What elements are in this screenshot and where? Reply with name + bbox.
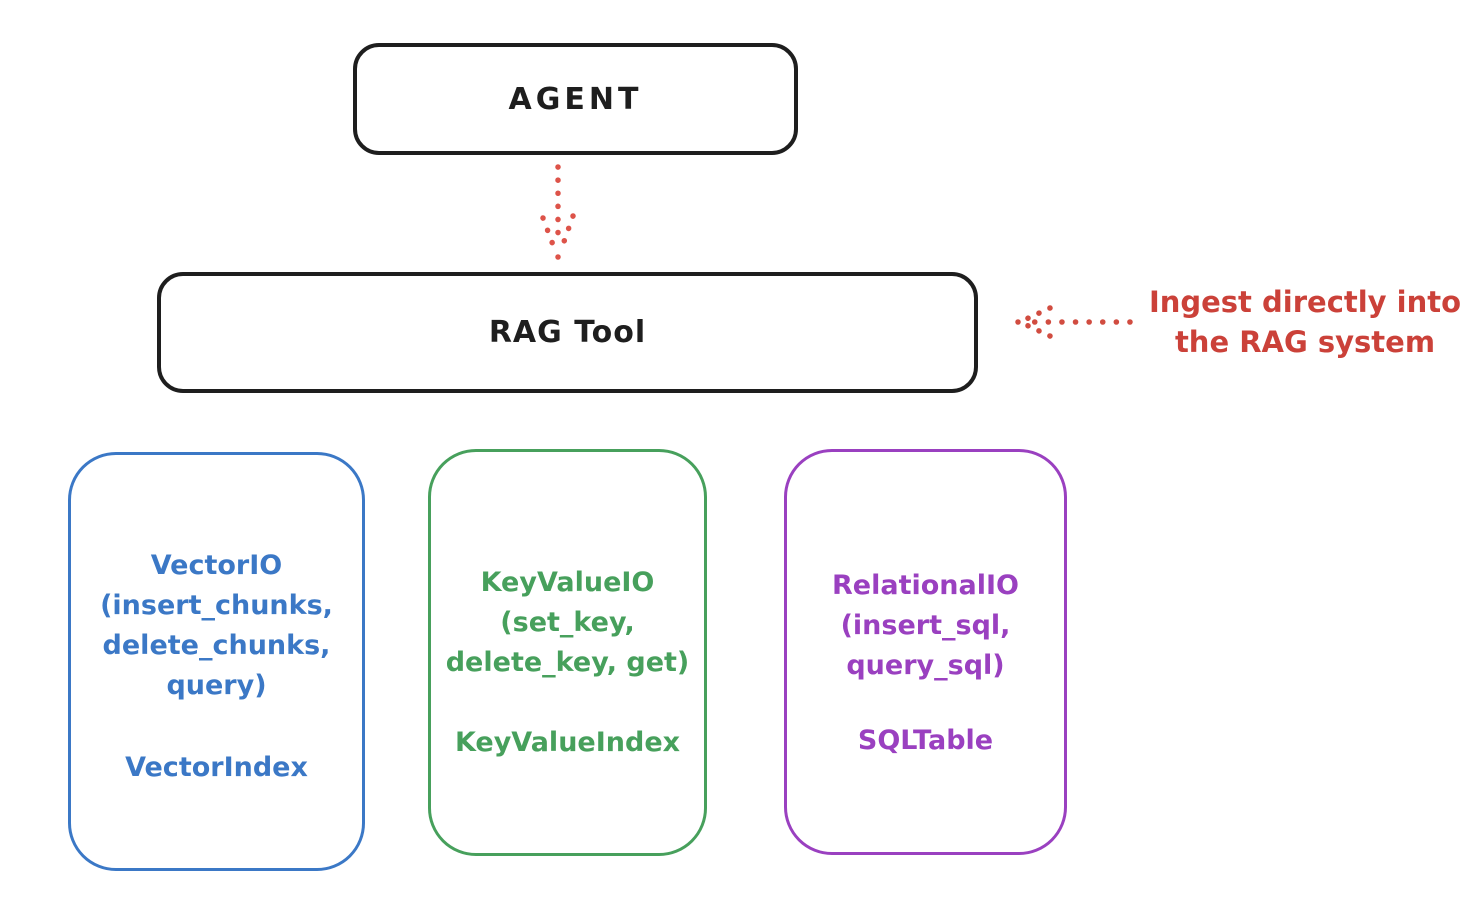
ingest-annotation-line2: the RAG system bbox=[1174, 325, 1436, 359]
keyvalue-io-box: KeyValueIO (set_key, delete_key, get) Ke… bbox=[428, 449, 707, 856]
keyvalue-io-line: (set_key, bbox=[500, 607, 635, 638]
rag-tool-label: RAG Tool bbox=[488, 315, 647, 350]
sql-table-label: SQLTable bbox=[857, 725, 994, 756]
keyvalue-index-label: KeyValueIndex bbox=[454, 727, 681, 758]
relational-io-line: (insert_sql, bbox=[840, 610, 1011, 641]
agent-box: AGENT bbox=[353, 43, 798, 155]
vector-io-line: (insert_chunks, bbox=[100, 590, 333, 621]
relational-io-line: RelationalIO bbox=[832, 570, 1019, 601]
ingest-annotation-line1: Ingest directly into bbox=[1148, 285, 1462, 319]
vector-io-text: VectorIO (insert_chunks, delete_chunks, … bbox=[71, 546, 362, 706]
relational-io-text: RelationalIO (insert_sql, query_sql) bbox=[787, 566, 1064, 686]
vector-io-line: VectorIO bbox=[150, 550, 283, 581]
ingest-annotation: Ingest directly into the RAG system bbox=[1130, 282, 1480, 362]
vector-io-line: delete_chunks, bbox=[102, 630, 331, 661]
ingest-annotation-arrow-icon bbox=[1015, 305, 1133, 339]
vector-io-box: VectorIO (insert_chunks, delete_chunks, … bbox=[68, 452, 365, 871]
rag-tool-box: RAG Tool bbox=[157, 272, 978, 393]
vector-index-label: VectorIndex bbox=[125, 752, 308, 783]
agent-to-ragtool-arrow-icon bbox=[540, 164, 576, 260]
relational-io-line: query_sql) bbox=[846, 650, 1005, 681]
agent-label: AGENT bbox=[508, 81, 643, 117]
vector-io-line: query) bbox=[166, 670, 267, 701]
keyvalue-io-text: KeyValueIO (set_key, delete_key, get) bbox=[431, 563, 704, 683]
keyvalue-io-line: delete_key, get) bbox=[445, 647, 690, 678]
keyvalue-io-line: KeyValueIO bbox=[480, 567, 655, 598]
relational-io-box: RelationalIO (insert_sql, query_sql) SQL… bbox=[784, 449, 1067, 855]
